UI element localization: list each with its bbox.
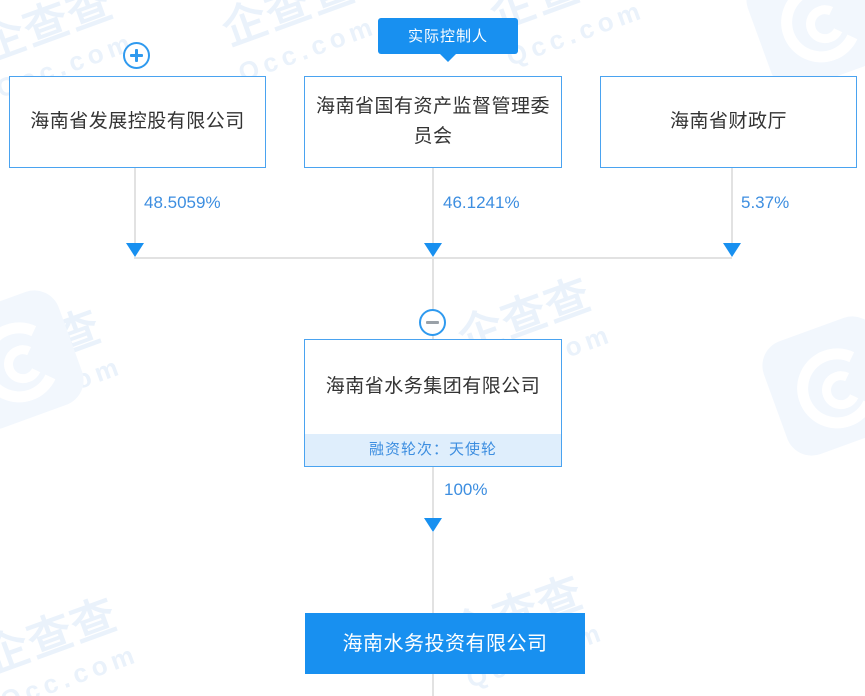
arrow-parent-1 (126, 243, 144, 257)
node-child-focus[interactable]: 海南水务投资有限公司 (305, 613, 585, 674)
node-parent-3-title: 海南省财政厅 (669, 111, 787, 132)
connector-child-stem (432, 532, 434, 614)
percent-parent-1: 48.5059% (144, 193, 221, 212)
percent-center-to-child: 100% (444, 480, 488, 499)
connector-below-child (432, 674, 434, 696)
node-parent-1[interactable]: 海南省发展控股有限公司 (9, 76, 266, 168)
percent-parent-2: 46.1241% (443, 193, 520, 212)
node-center[interactable]: 海南省水务集团有限公司 融资轮次：天使轮 (304, 339, 562, 467)
arrow-center-to-child (424, 518, 442, 532)
collapse-toggle-center-minus-icon[interactable] (419, 309, 446, 336)
percent-parent-3: 5.37% (741, 193, 790, 212)
plus-icon-vertical-bar (135, 49, 138, 62)
controller-badge-label: 实际控制人 (407, 28, 488, 45)
node-center-title: 海南省水务集团有限公司 (325, 376, 541, 397)
node-parent-1-title: 海南省发展控股有限公司 (30, 111, 245, 132)
connector-parent-3-vertical (731, 168, 733, 252)
expand-toggle-parent-1-plus-icon[interactable] (123, 42, 150, 69)
connector-bus-to-center (432, 257, 434, 339)
arrow-parent-3 (723, 243, 741, 257)
node-parent-2[interactable]: 海南省国有资产监督管理委员会 (304, 76, 562, 168)
connector-parent-2-vertical (432, 168, 434, 252)
node-parent-3[interactable]: 海南省财政厅 (600, 76, 857, 168)
arrow-parent-2 (424, 243, 442, 257)
connector-center-to-child (432, 467, 434, 525)
node-child-focus-title: 海南水务投资有限公司 (342, 632, 548, 655)
minus-icon-horizontal-bar (426, 321, 439, 324)
node-parent-2-title: 海南省国有资产监督管理委员会 (315, 96, 550, 147)
connector-parent-1-vertical (134, 168, 136, 252)
controller-badge: 实际控制人 (378, 18, 518, 62)
node-center-funding-tag: 融资轮次：天使轮 (305, 434, 561, 466)
